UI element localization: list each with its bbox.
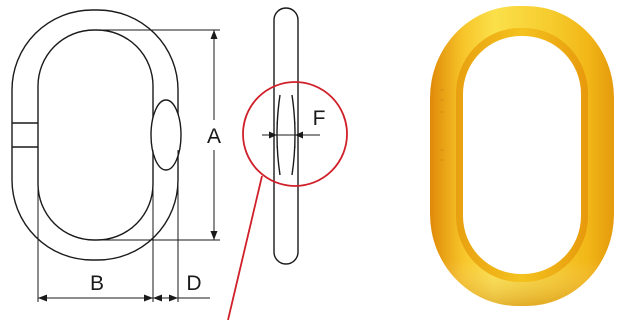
dimension-a	[95, 29, 220, 241]
label-b: B	[90, 272, 104, 295]
label-a: A	[207, 125, 221, 148]
callout-leader	[227, 175, 263, 321]
arrowhead	[210, 30, 218, 39]
arrowhead	[295, 131, 303, 139]
link-stamping	[440, 89, 444, 161]
label-d: D	[186, 272, 201, 295]
link-inner-outline	[37, 29, 154, 241]
arrowhead	[169, 294, 178, 302]
arrowhead	[210, 231, 218, 240]
dimension-b-d	[37, 150, 210, 302]
link-photo	[430, 6, 614, 306]
arrowhead	[144, 294, 153, 302]
link-hole	[463, 36, 581, 274]
detail-callout	[227, 81, 348, 321]
arrowhead	[153, 294, 162, 302]
label-f: F	[313, 107, 326, 130]
arrowhead	[38, 294, 47, 302]
dimension-f	[262, 122, 320, 148]
link-side-view	[273, 7, 299, 265]
link-front-view	[11, 9, 182, 261]
arrowhead	[269, 131, 277, 139]
callout-circle	[242, 81, 348, 187]
weld-boss	[150, 99, 182, 171]
